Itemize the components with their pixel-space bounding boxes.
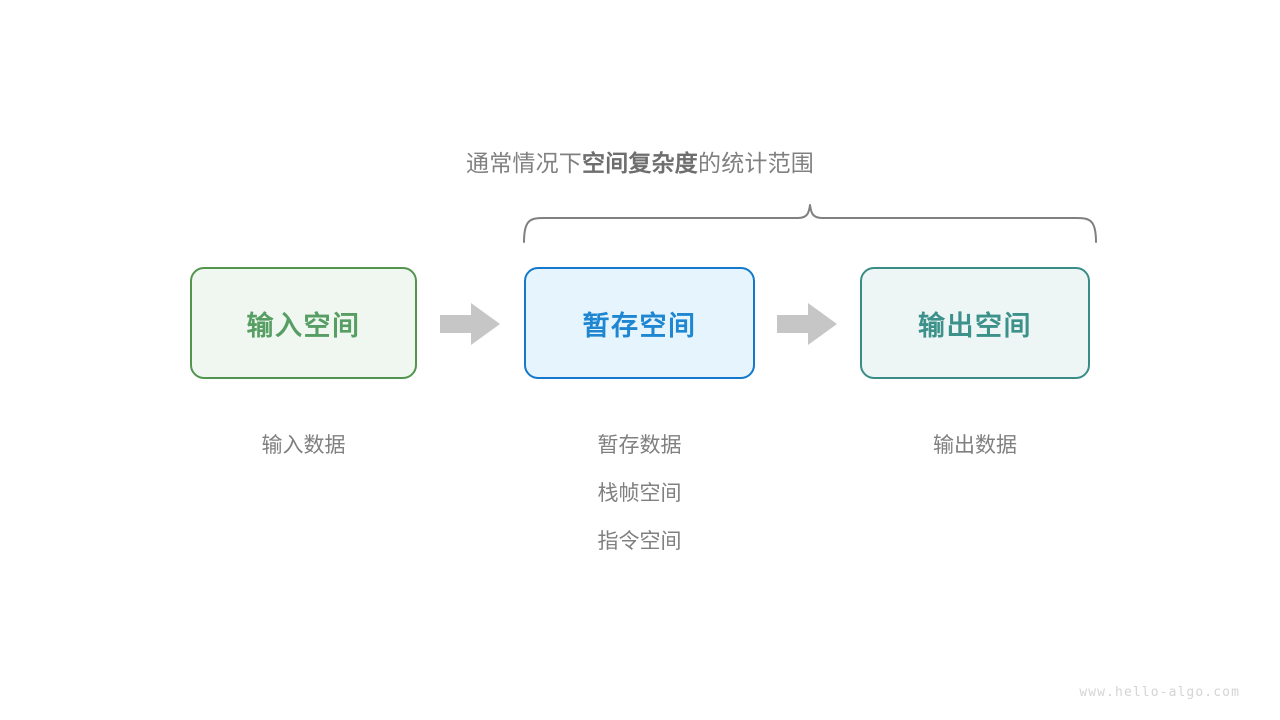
box-output-space-label: 输出空间 bbox=[918, 310, 1032, 341]
box-input-space: 输入空间 bbox=[190, 267, 417, 379]
flow-arrow-1 bbox=[440, 303, 500, 345]
scope-note: 通常情况下空间复杂度的统计范围 bbox=[0, 146, 1280, 180]
captions-output-space: 输出数据 bbox=[860, 422, 1090, 470]
box-input-space-label: 输入空间 bbox=[246, 310, 361, 341]
scope-note-lead: 通常情况下 bbox=[466, 150, 582, 176]
box-output-space: 输出空间 bbox=[860, 267, 1090, 379]
captions-input-space: 输入数据 bbox=[190, 422, 417, 470]
brace-icon bbox=[523, 204, 1097, 243]
captions-temp-space: 暂存数据 栈帧空间 指令空间 bbox=[524, 422, 755, 566]
caption-item: 输入数据 bbox=[261, 434, 346, 457]
box-temp-space: 暂存空间 bbox=[524, 267, 755, 379]
watermark: www.hello-algo.com bbox=[1079, 685, 1240, 700]
caption-item: 指令空间 bbox=[597, 530, 682, 553]
caption-item: 输出数据 bbox=[933, 434, 1017, 457]
caption-item: 暂存数据 bbox=[597, 434, 682, 457]
scope-note-tail: 的统计范围 bbox=[698, 150, 814, 176]
arrow-right-icon bbox=[440, 303, 500, 345]
arrow-right-icon bbox=[777, 303, 837, 345]
box-temp-space-label: 暂存空间 bbox=[582, 310, 697, 341]
scope-note-emphasis: 空间复杂度 bbox=[582, 150, 698, 176]
scope-brace bbox=[510, 196, 1110, 256]
caption-item: 栈帧空间 bbox=[597, 482, 682, 505]
flow-arrow-2 bbox=[777, 303, 837, 345]
